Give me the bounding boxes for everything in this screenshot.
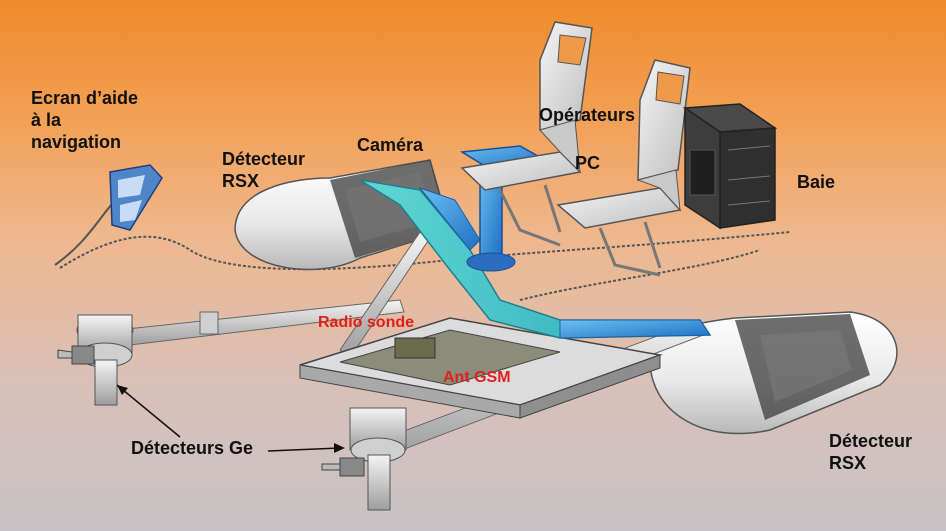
label-radio-probe: Radio sonde [318, 314, 415, 331]
label-rsx-detector-right: Détecteur RSX [829, 430, 912, 474]
arrowhead [334, 443, 345, 453]
support-beam [359, 179, 712, 339]
rsx-detector-pod-right [649, 311, 898, 435]
navigation-screen [109, 164, 163, 231]
ge-detector-left [57, 314, 134, 406]
operator-seat-front [556, 59, 691, 277]
ge-detector-right [321, 407, 407, 511]
cable-harness [519, 249, 761, 301]
label-pc: PC [575, 153, 601, 173]
arrowhead [117, 385, 128, 395]
label-ge-detectors: Détecteurs Ge [131, 438, 254, 458]
equipment-rack [682, 103, 778, 230]
label-line: à la [31, 110, 62, 130]
label-rsx-detector-left: Détecteur RSX [222, 148, 305, 192]
label-rack: Baie [797, 172, 836, 192]
cable-to-screen [54, 194, 121, 266]
platform-frame [299, 317, 663, 419]
label-line: RSX [829, 453, 867, 473]
label-gsm-antenna: Ant GSM [443, 369, 511, 386]
operator-seat-rear [460, 21, 593, 247]
label-navigation-screen: Ecran d’aide à la navigation [31, 87, 138, 153]
pointer-arrow-left-detector [116, 384, 181, 438]
label-line: RSX [222, 171, 260, 191]
label-camera: Caméra [357, 135, 424, 155]
label-line: navigation [31, 132, 122, 152]
label-line: Ecran d’aide [31, 88, 139, 108]
label-operators: Opérateurs [539, 105, 636, 125]
pointer-arrow-right-detector [267, 447, 341, 452]
label-line: Détecteur [222, 149, 306, 169]
label-line: Détecteur [829, 431, 913, 451]
